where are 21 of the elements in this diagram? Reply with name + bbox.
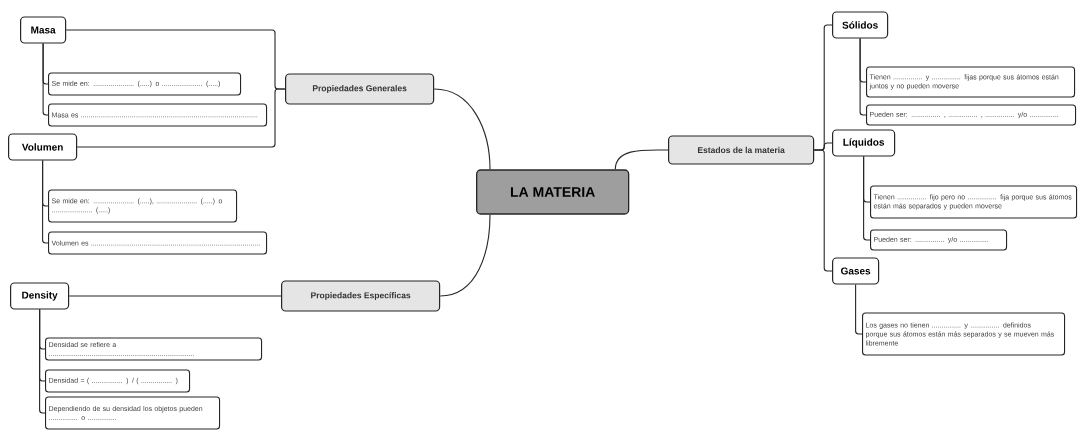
topic-box: Density bbox=[10, 282, 70, 310]
topic-box: Sólidos bbox=[832, 11, 889, 39]
topic-box: Volumen bbox=[8, 133, 78, 161]
connector-line bbox=[439, 214, 491, 297]
branch-box: Propiedades Generales bbox=[285, 73, 435, 105]
branch-box: Estados de la materia bbox=[668, 135, 815, 165]
connector-line bbox=[863, 156, 871, 241]
branch-box: Propiedades Específicas bbox=[281, 280, 441, 312]
connector-line bbox=[76, 88, 286, 148]
connector-line bbox=[42, 160, 49, 244]
central-topic-box: LA MATERIA bbox=[476, 169, 630, 215]
connector-line bbox=[42, 43, 49, 116]
connector-line bbox=[433, 88, 491, 170]
connector-line bbox=[614, 149, 669, 170]
connector-line bbox=[39, 309, 46, 414]
connector-line bbox=[68, 295, 282, 297]
topic-box: Masa bbox=[20, 16, 67, 44]
topic-box: Gases bbox=[832, 257, 880, 285]
connector-line bbox=[855, 284, 863, 335]
connector-line bbox=[813, 149, 833, 272]
topic-box: Líquidos bbox=[832, 129, 896, 157]
